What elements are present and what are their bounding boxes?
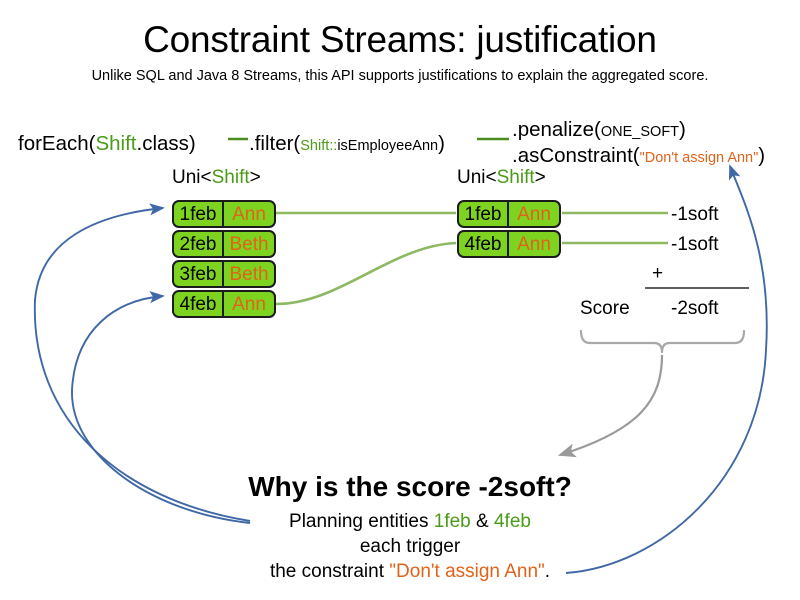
code-penalize: .penalize(ONE_SOFT): [512, 117, 686, 145]
shift-date: 4feb: [174, 292, 224, 316]
shift-date: 2feb: [174, 232, 224, 256]
explanation-heading: Why is the score -2soft?: [248, 471, 572, 502]
page-title: Constraint Streams: justification: [143, 19, 657, 60]
shift-employee: Ann: [232, 203, 266, 225]
uni-suffix-left: >: [249, 167, 261, 188]
code-filter-method: .filter(: [249, 132, 301, 155]
score-total: -2soft: [671, 298, 719, 319]
explanation-line-3-suffix: .: [544, 561, 551, 582]
code-filter-ref-method: isEmployeeAnn: [337, 138, 439, 154]
code-foreach-type: Shift: [95, 132, 137, 155]
explanation-line-1: Planning entities 1feb & 4feb: [200, 509, 620, 534]
code-filter: .filter(Shift::isEmployeeAnn): [249, 131, 445, 159]
shift-employee: Ann: [517, 233, 551, 255]
shift-date: 1feb: [174, 202, 224, 226]
shift-employee: Ann: [232, 293, 266, 315]
explanation-entity-b: 4feb: [493, 511, 531, 532]
code-filter-tail: ): [438, 132, 445, 155]
uni-generic-left: Shift: [211, 167, 250, 188]
stream-type-label-left: Uni<Shift>: [172, 166, 261, 190]
score-impact: -1soft: [671, 234, 719, 255]
shift-employee: Ann: [517, 203, 551, 225]
shift-card[interactable]: 1feb Ann: [457, 200, 561, 228]
score-brace: [579, 329, 746, 354]
code-asconstraint-method: .asConstraint(: [512, 144, 640, 167]
code-asconstraint: .asConstraint("Don't assign Ann"): [512, 143, 765, 171]
score-impact: -1soft: [671, 204, 719, 225]
score-operator: +: [652, 263, 664, 284]
shift-card[interactable]: 3feb Beth: [172, 260, 276, 288]
explanation-line-1-prefix: Planning entities: [289, 511, 434, 532]
score-sum-rule: [645, 287, 749, 289]
explanation-line-3: the constraint "Don't assign Ann".: [200, 559, 620, 584]
shift-date: 3feb: [174, 262, 224, 286]
page-subtitle: Unlike SQL and Java 8 Streams, this API …: [91, 68, 709, 84]
shift-card[interactable]: 4feb Ann: [172, 290, 276, 318]
arrow-score-to-question: [557, 354, 664, 458]
code-asconstraint-tail: ): [758, 144, 766, 167]
code-foreach-tail: .class): [136, 132, 196, 155]
uni-prefix-right: Uni<: [457, 167, 497, 188]
explanation-line-3-prefix: the constraint: [269, 561, 390, 582]
explanation-line-2: each trigger: [359, 536, 461, 557]
uni-suffix-right: >: [534, 167, 546, 188]
shift-date: 1feb: [459, 202, 509, 226]
shift-card[interactable]: 2feb Beth: [172, 230, 276, 258]
explanation-entity-a: 1feb: [433, 511, 471, 532]
code-filter-ref-type: Shift::: [300, 138, 338, 154]
explanation-line-1-amp: &: [470, 511, 494, 532]
uni-prefix-left: Uni<: [172, 167, 212, 188]
uni-generic-right: Shift: [496, 167, 535, 188]
shift-employee: Beth: [229, 263, 269, 285]
wire-4feb-to-4feb: [275, 241, 457, 306]
code-foreach-method: forEach(: [18, 132, 96, 155]
code-penalize-tail: ): [679, 118, 686, 141]
shift-date: 4feb: [459, 232, 509, 256]
shift-card[interactable]: 4feb Ann: [457, 230, 561, 258]
score-label: Score: [580, 298, 630, 319]
code-penalize-method: .penalize(: [512, 118, 601, 141]
shift-employee: Beth: [229, 233, 269, 255]
code-foreach: forEach(Shift.class): [18, 131, 196, 157]
code-penalize-constant: ONE_SOFT: [600, 124, 680, 140]
stream-type-label-right: Uni<Shift>: [457, 166, 546, 190]
code-asconstraint-name: "Don't assign Ann": [639, 150, 759, 166]
shift-card[interactable]: 1feb Ann: [172, 200, 276, 228]
explanation-constraint-name: "Don't assign Ann": [389, 561, 545, 582]
